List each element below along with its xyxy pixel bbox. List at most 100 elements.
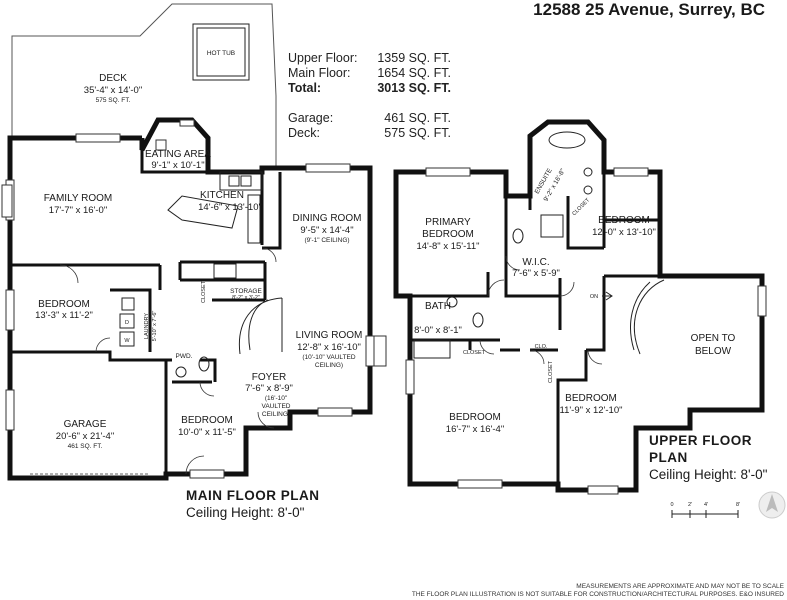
living-room-note2: CEILING) xyxy=(315,362,343,369)
area-total-label: Total: xyxy=(288,81,321,95)
family-room-dim: 17'-7" x 16'-0" xyxy=(49,205,107,216)
dining-room-dim: 9'-5" x 14'-4" xyxy=(300,225,353,236)
area-garage-value: 461 SQ. FT. xyxy=(384,111,451,125)
foyer-dim: 7'-6" x 8'-9" xyxy=(245,383,293,394)
window xyxy=(305,163,351,173)
hot-tub-label: HOT TUB xyxy=(207,50,235,57)
kitchen-counter-side xyxy=(247,194,261,244)
door-swing xyxy=(59,264,79,284)
pwd-toilet-icon xyxy=(198,356,210,372)
bedroom-se-dim: 11'-9" x 12'-10" xyxy=(559,405,622,416)
kitchen-island xyxy=(167,195,239,229)
area-deck-value: 575 SQ. FT. xyxy=(384,126,451,140)
main-staircase xyxy=(238,297,283,355)
open-below-line2: BELOW xyxy=(695,346,732,357)
door-swing xyxy=(199,381,215,397)
bath-dim: 8'-0" x 8'-1" xyxy=(414,325,462,336)
area-main-value: 1654 SQ. FT. xyxy=(377,66,451,80)
upper-floor-title: UPPER FLOOR PLAN xyxy=(649,433,753,465)
kitchen-name: KITCHEN xyxy=(200,190,244,201)
window xyxy=(405,359,415,395)
window xyxy=(613,167,649,177)
dining-room-name: DINING ROOM xyxy=(293,213,362,224)
family-room-name: FAMILY ROOM xyxy=(44,193,113,204)
pwd-label: PWD. xyxy=(176,353,193,360)
door-swing xyxy=(185,455,205,475)
closet-label: CLOSET xyxy=(201,280,207,303)
disclaimer-line2: THE FLOOR PLAN ILLUSTRATION IS NOT SUITA… xyxy=(411,591,784,598)
deck-area: 575 SQ. FT. xyxy=(96,97,131,104)
bathtub-icon xyxy=(548,131,586,149)
kitchen-dim: 14'-6" x 13'-10" xyxy=(198,202,262,213)
sink-icon xyxy=(583,185,593,195)
on-arrow-icon xyxy=(602,291,613,301)
kitchen-sink-icon xyxy=(228,175,240,187)
storage-shelf xyxy=(213,263,237,279)
area-summary: Upper Floor: 1359 SQ. FT. Main Floor: 16… xyxy=(288,51,451,140)
door-swing xyxy=(95,337,111,353)
window xyxy=(5,389,15,431)
main-floor-ceiling: Ceiling Height: 8'-0" xyxy=(186,505,305,520)
window xyxy=(179,119,195,127)
door-swing xyxy=(505,255,521,271)
window xyxy=(425,167,471,177)
foyer-note3: CEILING) xyxy=(262,411,290,418)
door-swing xyxy=(479,339,495,355)
bedroom-ne-dim: 12'-0" x 13'-10" xyxy=(592,227,656,238)
garage-name: GARAGE xyxy=(64,419,107,430)
closet-ne-label: CLOSET xyxy=(571,197,591,217)
storage-name: STORAGE xyxy=(230,288,262,295)
window xyxy=(189,469,225,479)
upper-floor-plan: ENSUITE 9'-2" x 16'-8" PRIMARY BEDROOM 1… xyxy=(393,119,767,495)
window xyxy=(457,479,503,489)
bedroom-west-dim: 13'-3" x 11'-2" xyxy=(35,310,93,321)
living-room-name: LIVING ROOM xyxy=(296,330,363,341)
disclaimer: MEASUREMENTS ARE APPROXIMATE AND MAY NOT… xyxy=(412,583,784,599)
sink-icon xyxy=(583,167,593,177)
laundry-name: LAUNDRY xyxy=(144,313,150,340)
bedroom-south-dim: 10'-0" x 11'-5" xyxy=(178,427,236,438)
clo-label: CLO. xyxy=(535,344,548,350)
main-floor-title: MAIN FLOOR PLAN xyxy=(186,488,320,503)
deck-name: DECK xyxy=(99,73,127,84)
washer-icon xyxy=(119,331,135,347)
property-address: 12588 25 Avenue, Surrey, BC xyxy=(533,0,765,19)
window xyxy=(5,289,15,331)
window xyxy=(757,285,767,317)
bathtub-icon xyxy=(413,339,451,359)
fireplace-icon xyxy=(373,335,387,367)
laundry-dim: 5'-10" x 7'-6" xyxy=(152,311,158,342)
garage-dim: 20'-6" x 21'-4" xyxy=(56,431,114,442)
toilet-icon xyxy=(512,228,524,244)
area-upper-value: 1359 SQ. FT. xyxy=(377,51,451,65)
window xyxy=(75,133,121,143)
bedroom-west-name: BEDROOM xyxy=(38,299,90,310)
main-floor-title-block: MAIN FLOOR PLAN Ceiling Height: 8'-0" xyxy=(186,487,320,521)
dryer-icon xyxy=(119,313,135,329)
toilet-icon xyxy=(472,312,484,328)
upper-floor-ceiling: Ceiling Height: 8'-0" xyxy=(649,467,768,482)
bedroom-ne-name: BEDROOM xyxy=(598,215,650,226)
window xyxy=(365,335,375,367)
living-room-dim: 12'-8" x 16'-10" xyxy=(297,342,361,353)
living-room-note1: (10'-10" VAULTED xyxy=(302,354,355,361)
wic-name: W.I.C. xyxy=(522,257,549,268)
bedroom-se-name: BEDROOM xyxy=(565,393,617,404)
main-interior-walls xyxy=(10,172,282,474)
window xyxy=(587,485,619,495)
deck-dim: 35'-4" x 14'-0" xyxy=(84,85,142,96)
foyer-note2: VAULTED xyxy=(261,403,290,410)
closet-se-label: CLOSET xyxy=(548,360,554,383)
north-arrow-icon xyxy=(758,491,786,519)
eating-area-name: EATING AREA xyxy=(145,149,211,160)
upper-staircase xyxy=(630,279,665,355)
bedroom-sw-name: BEDROOM xyxy=(449,412,501,423)
area-total-value: 3013 SQ. FT. xyxy=(377,81,451,95)
scale-tick-4: 4' xyxy=(704,502,708,508)
main-floor-plan: HOT TUB DECK 35'-4" x 14'-0" 575 SQ. FT.… xyxy=(1,3,387,481)
primary-bedroom-name2: BEDROOM xyxy=(422,229,474,240)
upper-exterior-walls xyxy=(393,119,765,493)
kitchen-counter xyxy=(219,171,263,191)
area-upper-label: Upper Floor: xyxy=(288,51,357,65)
